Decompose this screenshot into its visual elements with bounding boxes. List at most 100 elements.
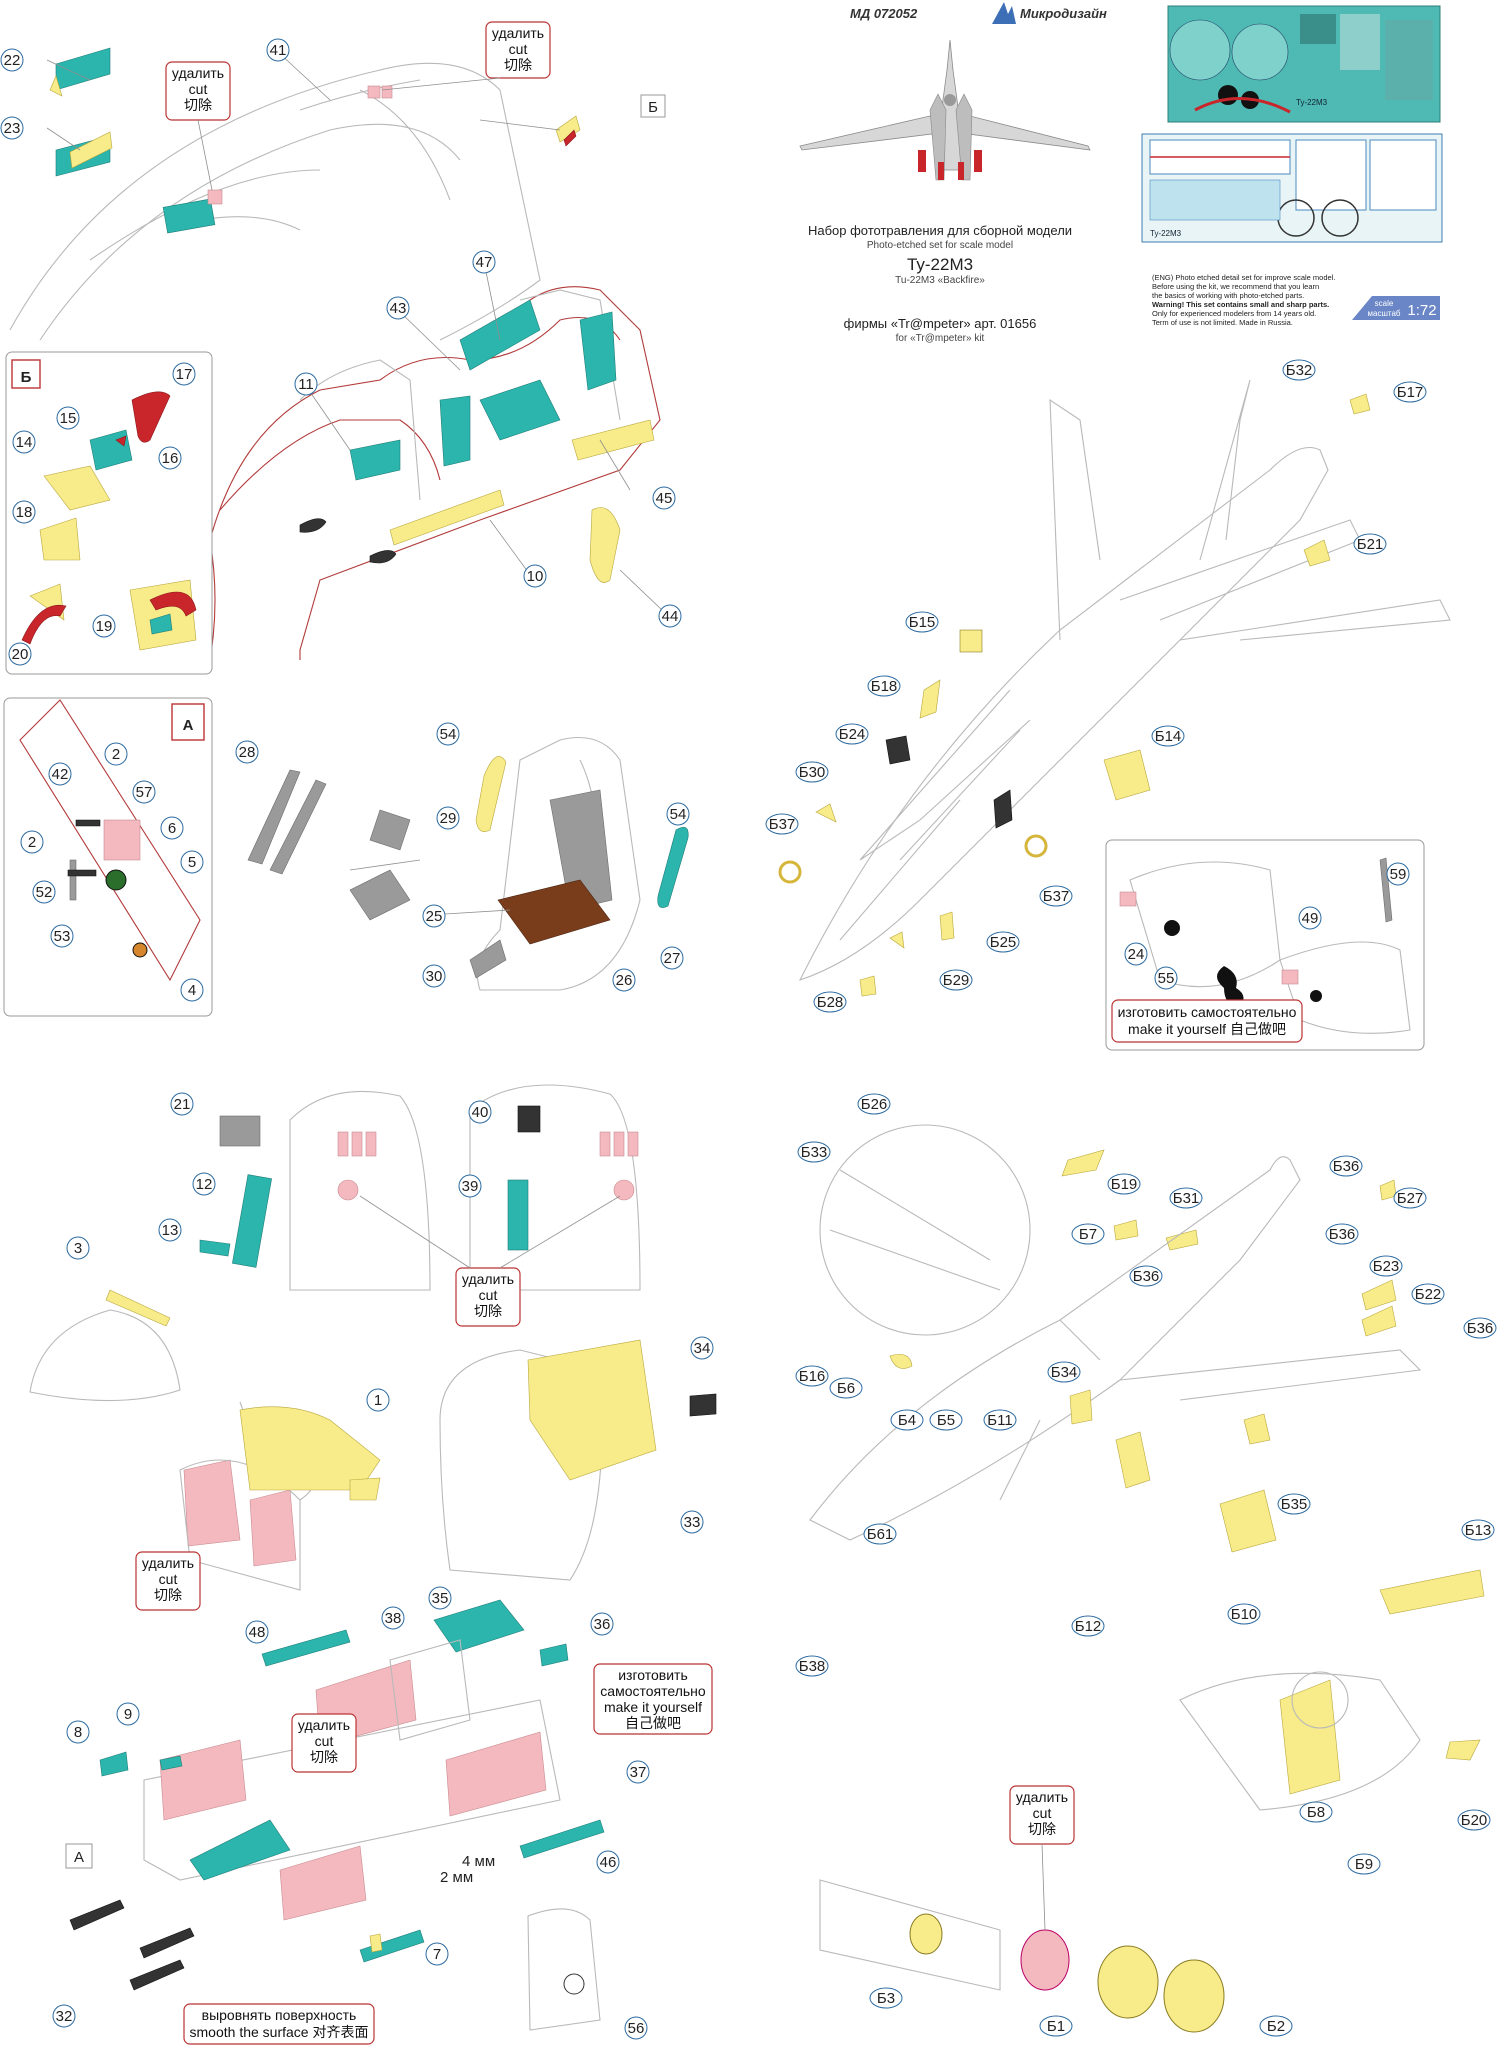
svg-text:19: 19	[96, 618, 113, 635]
label-18: 18	[12, 500, 36, 524]
svg-text:切除: 切除	[310, 1749, 338, 1765]
label-17: 17	[172, 362, 196, 386]
inset-A-panel-detail: А 42 2 57 2 6 5 52 53 4	[3, 697, 213, 1017]
svg-text:удалить: удалить	[298, 1717, 350, 1733]
label-B37b: Б37	[1039, 885, 1073, 907]
label-16: 16	[158, 446, 182, 470]
svg-text:Б11: Б11	[987, 1412, 1012, 1429]
label-44: 44	[658, 604, 682, 628]
svg-text:自己做吧: 自己做吧	[625, 1715, 681, 1731]
svg-text:切除: 切除	[504, 57, 532, 73]
label-B25: Б25	[986, 931, 1020, 953]
svg-text:cut: cut	[479, 1287, 498, 1303]
label-54b: 54	[666, 802, 690, 826]
label-22: 22	[0, 48, 24, 72]
svg-text:make it yourself 自己做吧: make it yourself 自己做吧	[1128, 1021, 1286, 1037]
label-B8: Б8	[1299, 1801, 1333, 1823]
svg-text:45: 45	[656, 490, 673, 507]
svg-text:44: 44	[662, 608, 679, 625]
label-B28: Б28	[813, 991, 847, 1013]
label-46: 46	[596, 1850, 620, 1874]
svg-text:54: 54	[670, 806, 687, 823]
aircraft-front-view	[799, 39, 1091, 181]
svg-text:2: 2	[28, 834, 36, 851]
label-21: 21	[170, 1092, 194, 1116]
label-45: 45	[652, 486, 676, 510]
fret-1-tag: Ту-22М3	[1296, 98, 1328, 107]
svg-text:Б12: Б12	[1075, 1618, 1102, 1635]
inset-B-seat-detail: Б 17 15 14 16 18 20 19	[5, 351, 213, 675]
label-27: 27	[660, 946, 684, 970]
svg-text:40: 40	[472, 1104, 489, 1121]
label-B21: Б21	[1353, 533, 1387, 555]
label-47: 47	[472, 250, 496, 274]
svg-text:43: 43	[390, 300, 407, 317]
label-B12: Б12	[1071, 1615, 1105, 1637]
label-37: 37	[626, 1760, 650, 1784]
svg-text:切除: 切除	[474, 1303, 502, 1319]
svg-text:cut: cut	[1033, 1805, 1052, 1821]
label-38: 38	[381, 1606, 405, 1630]
svg-text:14: 14	[16, 434, 33, 451]
label-48: 48	[245, 1620, 269, 1644]
svg-text:切除: 切除	[154, 1587, 182, 1603]
label-1: 1	[366, 1388, 390, 1412]
svg-text:11: 11	[298, 376, 314, 393]
svg-text:Б4: Б4	[898, 1412, 916, 1429]
bulkhead-assembly: 21 40 12 39 13 удалить cut 切除	[158, 1084, 641, 1327]
title-ru: Набор фототравления для сборной модели	[808, 223, 1072, 238]
svg-text:55: 55	[1158, 970, 1175, 987]
ejection-seat-assembly: 28 54 29 54 25 30 26 27	[235, 722, 690, 992]
header: МД 072052 Микродизайн Набор фототравлени…	[799, 2, 1443, 344]
label-B36a: Б36	[1329, 1155, 1363, 1177]
part-44-shape	[589, 507, 621, 583]
label-40: 40	[468, 1100, 492, 1124]
svg-text:27: 27	[664, 950, 681, 967]
svg-text:48: 48	[249, 1624, 266, 1641]
svg-text:Б20: Б20	[1461, 1812, 1488, 1829]
svg-text:Б15: Б15	[909, 614, 936, 631]
label-34: 34	[690, 1336, 714, 1360]
brand-logo: Микродизайн	[992, 2, 1107, 24]
svg-text:6: 6	[168, 820, 176, 837]
callout-cut-3: удалить cut 切除	[359, 1195, 621, 1327]
label-4: 4	[180, 978, 204, 1002]
label-56: 56	[624, 2016, 648, 2040]
callout-cut-4: удалить cut 切除	[135, 1551, 201, 1611]
front-bulkhead: 34 33	[439, 1336, 717, 1581]
svg-text:39: 39	[462, 1178, 479, 1195]
svg-text:Б24: Б24	[839, 726, 866, 743]
label-35: 35	[428, 1586, 452, 1610]
svg-text:Б36: Б36	[1333, 1158, 1360, 1175]
label-B30: Б30	[795, 761, 829, 783]
kit-info-ru: фирмы «Tr@mpeter» арт. 01656	[844, 316, 1037, 331]
svg-text:42: 42	[52, 766, 69, 783]
label-2a: 2	[104, 742, 128, 766]
svg-text:удалить: удалить	[172, 65, 224, 81]
callout-cut-1: удалить cut 切除	[165, 61, 231, 191]
label-13: 13	[158, 1218, 182, 1242]
svg-text:7: 7	[433, 1946, 441, 1963]
svg-text:33: 33	[684, 1514, 701, 1531]
svg-text:Б3: Б3	[877, 1990, 895, 2007]
svg-text:24: 24	[1128, 946, 1145, 963]
svg-text:3: 3	[74, 1240, 82, 1257]
label-B24: Б24	[835, 723, 869, 745]
svg-text:А: А	[74, 1849, 84, 1866]
svg-text:Б32: Б32	[1286, 362, 1313, 379]
svg-text:Б35: Б35	[1281, 1496, 1308, 1513]
svg-text:Б22: Б22	[1415, 1286, 1442, 1303]
svg-text:the basics of working with pho: the basics of working with photo-etched …	[1152, 291, 1304, 300]
svg-text:25: 25	[426, 908, 443, 925]
callout-cut-5: удалить cut 切除	[291, 1713, 357, 1773]
svg-text:41: 41	[270, 42, 287, 59]
svg-text:17: 17	[176, 366, 193, 383]
svg-text:Б1: Б1	[1047, 2018, 1065, 2035]
label-A-marker: А	[65, 1843, 93, 1869]
svg-text:52: 52	[36, 884, 53, 901]
svg-text:34: 34	[694, 1340, 711, 1357]
svg-text:Б38: Б38	[799, 1658, 826, 1675]
svg-text:Б21: Б21	[1357, 536, 1384, 553]
label-23: 23	[0, 116, 24, 140]
